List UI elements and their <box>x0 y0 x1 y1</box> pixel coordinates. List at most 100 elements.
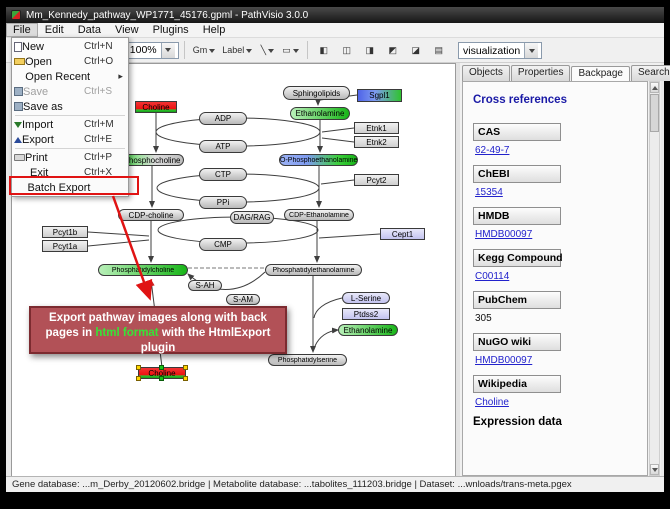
datanode-template-button[interactable]: Gm <box>190 40 219 60</box>
menubar-item-edit[interactable]: Edit <box>44 24 64 36</box>
pathway-node-phosphatidylcholine[interactable]: Phosphatidylcholine <box>98 264 188 276</box>
pathway-node-o-phosphoethanolamine[interactable]: O-Phosphoethanolamine <box>279 154 358 166</box>
main-area: Export pathway images along with back pa… <box>6 63 670 478</box>
menubar-item-file[interactable]: File <box>6 23 38 37</box>
pathway-node-s-am[interactable]: S-AM <box>226 294 260 305</box>
crossref-link[interactable]: C00114 <box>475 271 510 282</box>
pathway-node-cdp-ethanolamine[interactable]: CDP-Ethanolamine <box>284 209 354 221</box>
menubar-item-help[interactable]: Help <box>202 24 226 36</box>
pathway-node-ethanolamine[interactable]: Ethanolamine <box>290 107 350 120</box>
node-label: ATP <box>215 142 231 151</box>
save-icon <box>14 87 23 96</box>
pathway-node-pcyt1a[interactable]: Pcyt1a <box>42 240 88 252</box>
align-left-button[interactable]: ◧ <box>313 40 335 60</box>
pathway-node-ppi[interactable]: PPi <box>199 196 247 209</box>
pathway-edge <box>314 327 339 347</box>
pathway-node-l-serine[interactable]: L-Serine <box>342 292 390 304</box>
align-top-button[interactable]: ◩ <box>382 40 404 60</box>
menubar-item-data[interactable]: Data <box>77 24 101 36</box>
shape-tool-button[interactable]: ▭ <box>279 40 302 60</box>
pathway-node-atp[interactable]: ATP <box>199 140 247 153</box>
pathway-node-ctp[interactable]: CTP <box>199 168 247 181</box>
pathway-node-sphingolipids[interactable]: Sphingolipids <box>283 86 350 100</box>
selection-handle[interactable] <box>136 365 141 370</box>
menubar-item-view[interactable]: View <box>114 24 139 36</box>
pathway-node-phosphocholine[interactable]: Phosphocholine <box>120 154 184 166</box>
pathway-node-phosphatidylethanolamine[interactable]: Phosphatidylethanolamine <box>265 264 362 276</box>
crossref-link[interactable]: 15354 <box>475 187 503 198</box>
selection-handle[interactable] <box>136 376 141 381</box>
stack-icon: ▤ <box>434 44 444 55</box>
scrollbar-thumb[interactable] <box>650 94 659 132</box>
tab-search[interactable]: Search <box>630 65 670 81</box>
crossrefs-heading: Cross references <box>473 94 567 106</box>
menu-item-shortcut: Ctrl+X <box>84 167 113 178</box>
node-label: DAG/RAG <box>233 213 271 222</box>
pathway-canvas[interactable]: Export pathway images along with back pa… <box>11 63 456 478</box>
pathway-node-s-ah[interactable]: S-AH <box>188 280 222 291</box>
crossref-link[interactable]: Choline <box>475 397 509 408</box>
selection-handle[interactable] <box>159 376 164 381</box>
crossref-link[interactable]: HMDB00097 <box>475 355 533 366</box>
selection-handle[interactable] <box>159 365 164 370</box>
align-right-button[interactable]: ◨ <box>359 40 381 60</box>
crossref-link[interactable]: HMDB00097 <box>475 229 533 240</box>
selection-handle[interactable] <box>183 365 188 370</box>
titlebar: Mm_Kennedy_pathway_WP1771_45176.gpml - P… <box>6 7 664 23</box>
panel-splitter[interactable] <box>456 63 460 478</box>
align-center-button[interactable]: ◫ <box>336 40 358 60</box>
pathway-node-etnk2[interactable]: Etnk2 <box>354 136 399 148</box>
crossref-link[interactable]: 62-49-7 <box>475 145 510 156</box>
tab-properties[interactable]: Properties <box>510 65 571 81</box>
scroll-down-button[interactable] <box>650 464 659 475</box>
pathway-node-phosphatidylserine[interactable]: Phosphatidylserine <box>268 354 347 366</box>
file-menu-item-save-as[interactable]: Save as <box>12 99 128 114</box>
zoom-dropdown-button[interactable] <box>160 42 175 58</box>
pathway-node-etnk1[interactable]: Etnk1 <box>354 122 399 134</box>
scroll-up-button[interactable] <box>650 82 659 93</box>
pathway-node-cept1[interactable]: Cept1 <box>380 228 425 240</box>
pathway-node-choline[interactable]: Choline <box>135 101 177 113</box>
file-menu-item-open-recent[interactable]: Open Recent▸ <box>12 69 128 84</box>
zoom-combobox[interactable]: 100% <box>124 41 179 59</box>
expression-data-heading: Expression data <box>473 416 562 428</box>
pathway-node-dag-rag[interactable]: DAG/RAG <box>230 211 274 224</box>
align-bottom-button[interactable]: ◪ <box>405 40 427 60</box>
pathway-node-pcyt1b[interactable]: Pcyt1b <box>42 226 88 238</box>
menu-separator <box>15 115 125 116</box>
selection-handle[interactable] <box>183 376 188 381</box>
zoom-value: 100% <box>129 44 157 56</box>
backpage-section-header: ChEBI <box>473 165 561 183</box>
menu-item-shortcut: Ctrl+S <box>84 86 113 97</box>
visualization-dropdown-button[interactable] <box>524 43 539 58</box>
visualization-combobox[interactable]: visualization <box>458 42 542 59</box>
pathway-node-cmp[interactable]: CMP <box>199 238 247 251</box>
pathway-node-cdp-choline[interactable]: CDP-choline <box>118 209 184 221</box>
tab-objects[interactable]: Objects <box>462 65 510 81</box>
stack-button[interactable]: ▤ <box>428 40 450 60</box>
pathway-node-ethanolamine[interactable]: Ethanolamine <box>338 324 398 336</box>
line-tool-button[interactable]: ╲ <box>256 40 278 60</box>
node-label: CMP <box>214 240 232 249</box>
tab-backpage[interactable]: Backpage <box>571 66 630 82</box>
label-template-button[interactable]: Label <box>219 40 255 60</box>
panel-scrollbar[interactable] <box>649 81 660 476</box>
pathway-node-adp[interactable]: ADP <box>199 112 247 125</box>
menubar-item-plugins[interactable]: Plugins <box>152 24 189 36</box>
node-label: Cept1 <box>391 229 414 239</box>
pathway-node-sgpl1[interactable]: Sgpl1 <box>357 89 402 102</box>
pathway-node-choline[interactable]: Choline <box>136 365 188 381</box>
file-menu-item-batch-export[interactable]: Batch Export <box>12 180 128 195</box>
sidepanel-tabs: ObjectsPropertiesBackpageSearchLegend <box>462 65 670 82</box>
pathway-node-ptdss2[interactable]: Ptdss2 <box>342 308 390 320</box>
pathway-node-pcyt2[interactable]: Pcyt2 <box>354 174 399 186</box>
